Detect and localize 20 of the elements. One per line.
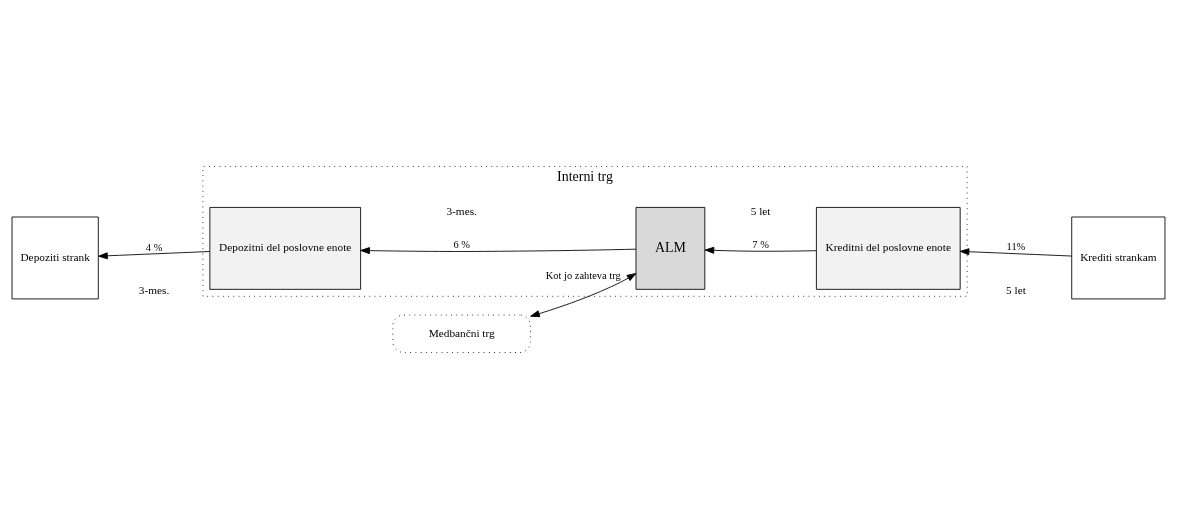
node-box: Krediti strankam [1071, 216, 1166, 299]
arrow [360, 246, 637, 254]
label: 5 let [1006, 283, 1026, 296]
node-box: ALM [635, 206, 706, 290]
label: 3-mes. [446, 204, 477, 217]
node-box: Medbančni trg [392, 314, 531, 353]
edge-label: 4 % [145, 241, 163, 253]
node-box: Kreditni del poslovne enote [815, 206, 961, 290]
edge-label: 7 % [752, 238, 769, 250]
arrow [530, 272, 637, 317]
label: 3-mes. [138, 283, 170, 296]
edge-label: Kot jo zahteva trg [545, 269, 621, 281]
node-box: Depoziti strank [11, 216, 99, 299]
node-box: Depozitni del poslovne enote [209, 206, 362, 290]
edge-label: 11% [1006, 240, 1026, 252]
arrow [704, 246, 817, 254]
arrow [959, 247, 1072, 256]
edge-label: 6 % [453, 238, 470, 250]
label: 5 let [750, 204, 771, 217]
arrow [98, 250, 211, 259]
